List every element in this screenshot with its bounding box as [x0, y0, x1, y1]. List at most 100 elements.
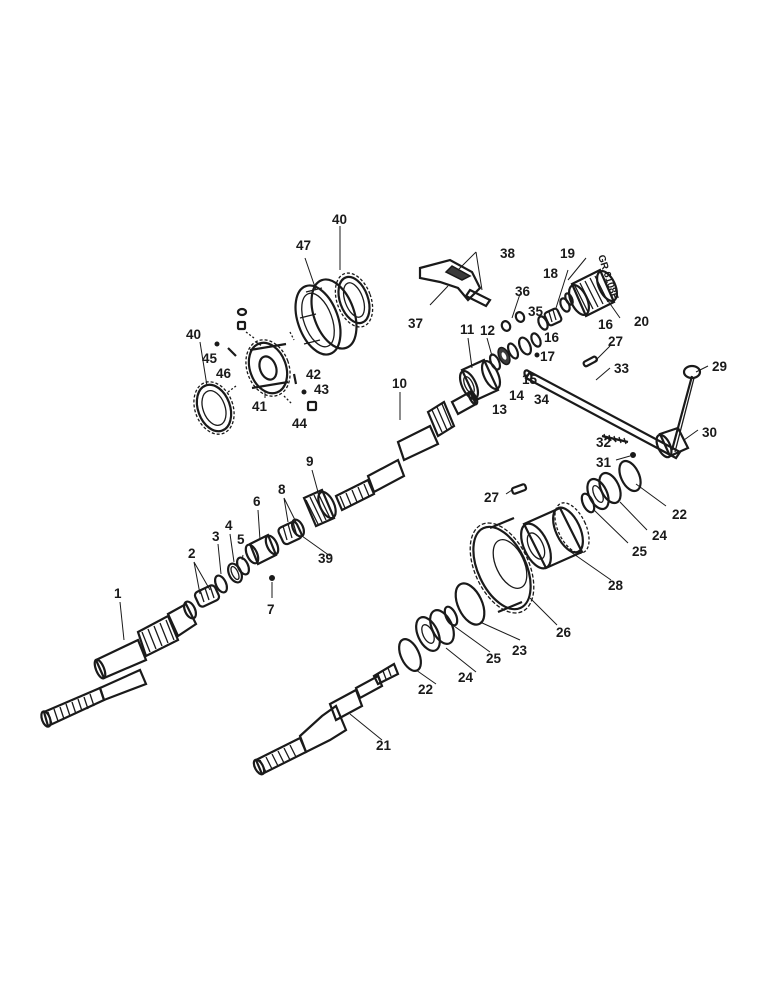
- callout-34: 34: [534, 392, 550, 407]
- callout-7: 7: [267, 602, 275, 617]
- callout-38: 38: [500, 246, 516, 261]
- part-10-main-shaft: [334, 390, 479, 512]
- callout-21: 21: [376, 738, 392, 753]
- callout-25b: 25: [486, 651, 502, 666]
- callout-31: 31: [596, 455, 612, 470]
- part-39-spacer: [290, 518, 306, 538]
- callout-43: 43: [314, 382, 330, 397]
- callout-22b: 22: [418, 682, 433, 697]
- callout-45: 45: [202, 351, 218, 366]
- part-42-key: [292, 373, 298, 385]
- part-16-washer-a: [530, 332, 542, 348]
- callout-24a: 24: [652, 528, 668, 543]
- callout-32: 32: [596, 435, 611, 450]
- part-40-synchro-ring-left: [193, 381, 235, 435]
- part-44-block: [306, 400, 318, 412]
- callout-11: 11: [460, 322, 475, 337]
- part-41-synchro-hub: [245, 339, 291, 397]
- part-2-needle-bearing: [193, 584, 221, 608]
- callout-27b: 27: [484, 490, 499, 505]
- callout-24b: 24: [458, 670, 474, 685]
- callout-36: 36: [515, 284, 531, 299]
- part-24-bearing-lower: [415, 609, 455, 652]
- part-21-output-shaft: [252, 662, 400, 776]
- callout-3: 3: [212, 529, 220, 544]
- callout-17: 17: [540, 349, 555, 364]
- callout-8: 8: [278, 482, 286, 497]
- part-45-ball: [214, 341, 220, 347]
- callout-46: 46: [216, 366, 232, 381]
- part-47-synchro-sleeve: [294, 278, 358, 356]
- callout-33: 33: [614, 361, 630, 376]
- callout-9: 9: [306, 454, 314, 469]
- part-6-sleeve: [244, 533, 280, 566]
- callout-14: 14: [509, 388, 525, 403]
- callout-2: 2: [188, 546, 196, 561]
- callout-5: 5: [237, 532, 245, 547]
- callout-29: 29: [712, 359, 727, 374]
- part-40-synchro-ring-right: [334, 272, 374, 328]
- callout-labels: 1 2 3 4 5 6 7 8 9 10 11 12 13 14 15 16 1…: [114, 212, 727, 753]
- part-23-circlip: [454, 582, 486, 626]
- part-13-nut: [497, 346, 511, 366]
- part-28-gear-hub: [520, 502, 590, 570]
- callout-6: 6: [253, 494, 261, 509]
- part-1-input-shaft: [40, 600, 198, 728]
- part-9-gear: [302, 488, 337, 528]
- callout-30: 30: [702, 425, 717, 440]
- callout-20: 20: [634, 314, 649, 329]
- part-31-ball: [630, 452, 636, 458]
- part-11-roller-bearing: [458, 358, 502, 402]
- part-key-top: [236, 307, 248, 331]
- part-27-pin-upper: [582, 355, 598, 368]
- callout-47: 47: [296, 238, 311, 253]
- callout-12: 12: [480, 323, 495, 338]
- callout-37: 37: [408, 316, 423, 331]
- callout-40b: 40: [332, 212, 347, 227]
- callout-35: 35: [528, 304, 544, 319]
- part-25-washer-lower: [443, 605, 459, 627]
- callout-18: 18: [543, 266, 559, 281]
- part-35-ring: [514, 311, 526, 323]
- part-7-ball: [269, 575, 275, 581]
- callout-13: 13: [492, 402, 508, 417]
- callout-16b: 16: [598, 317, 614, 332]
- callout-27a: 27: [608, 334, 623, 349]
- part-36-ring: [500, 320, 512, 332]
- part-8-bearing-pair: [277, 520, 303, 546]
- callout-40a: 40: [186, 327, 201, 342]
- callout-26: 26: [556, 625, 572, 640]
- callout-19: 19: [560, 246, 575, 261]
- part-26-large-gear: [469, 516, 535, 614]
- callout-1: 1: [114, 586, 122, 601]
- part-37-shift-fork: [418, 258, 492, 308]
- part-43-pin: [301, 389, 307, 395]
- part-27-pin-lower: [510, 483, 528, 495]
- part-46-spring: [227, 347, 237, 357]
- callout-15: 15: [522, 372, 538, 387]
- part-15-ring: [517, 336, 533, 356]
- part-33-selector-rod: [523, 369, 682, 460]
- leader-lines: [119, 226, 709, 741]
- part-5-washer: [235, 556, 251, 576]
- part-24-bearing-upper: [586, 471, 622, 511]
- part-30-lever-housing: [655, 426, 690, 459]
- part-32-spring: [601, 433, 629, 445]
- part-20-cluster-gear: [567, 268, 619, 318]
- part-34-pin: [534, 352, 540, 358]
- callout-10: 10: [392, 376, 407, 391]
- callout-44: 44: [292, 416, 308, 431]
- callout-25a: 25: [632, 544, 648, 559]
- callout-41: 41: [252, 399, 268, 414]
- part-3-washer: [213, 574, 229, 594]
- callout-42: 42: [306, 367, 321, 382]
- callout-28: 28: [608, 578, 624, 593]
- callout-4: 4: [225, 518, 233, 533]
- part-18-bearing: [543, 307, 563, 327]
- callout-16a: 16: [544, 330, 560, 345]
- part-22-circlip-upper: [618, 459, 642, 493]
- callout-23: 23: [512, 643, 528, 658]
- callout-22a: 22: [672, 507, 687, 522]
- callout-39: 39: [318, 551, 333, 566]
